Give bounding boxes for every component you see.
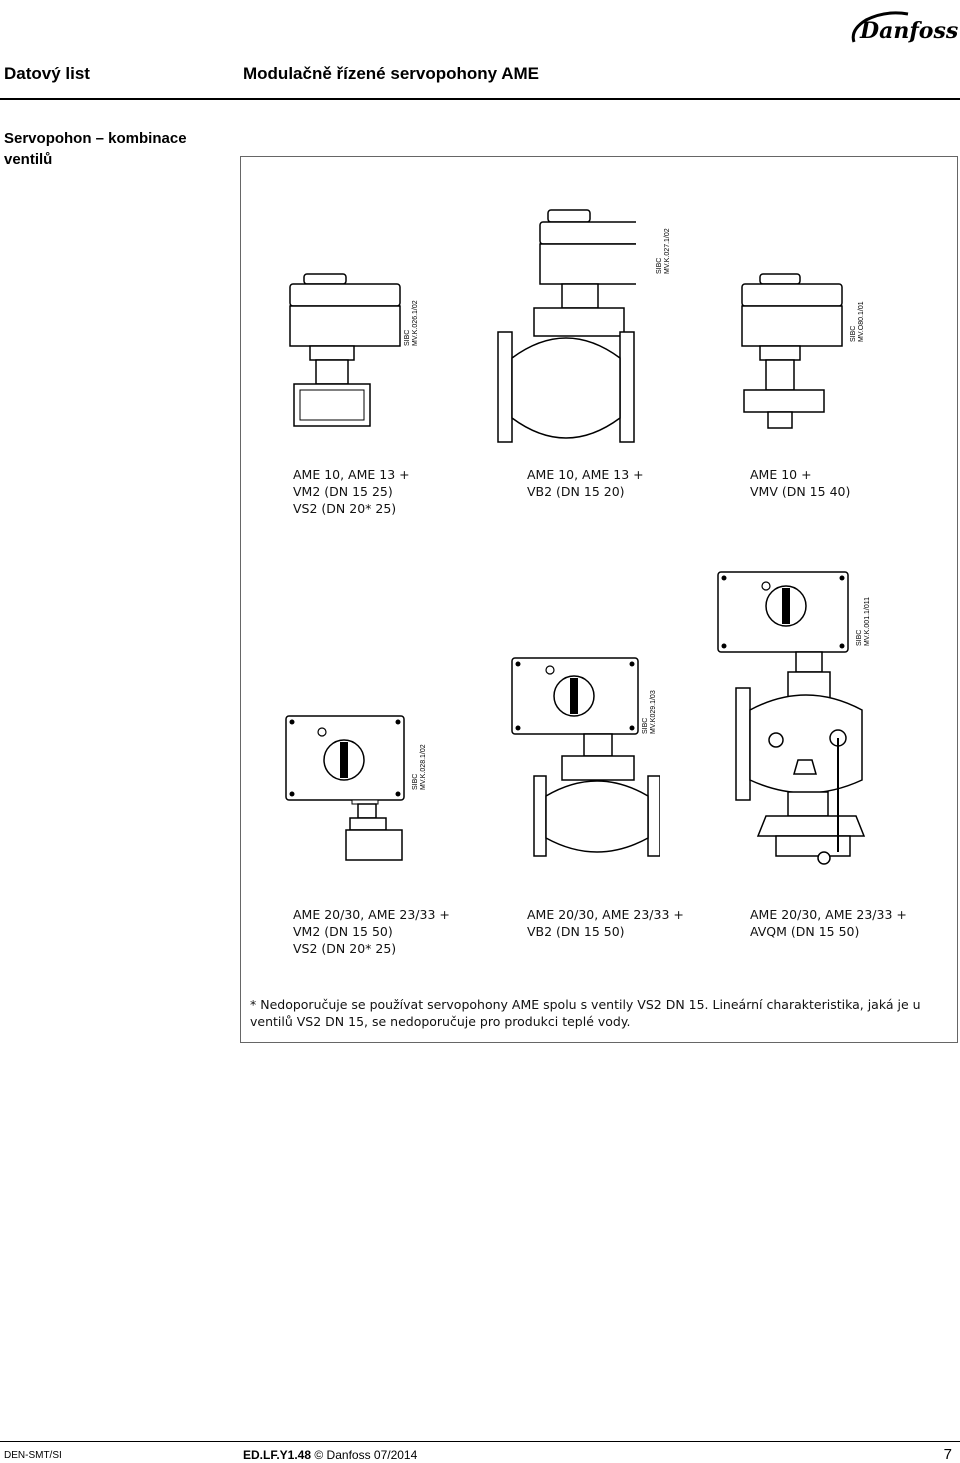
caption-figure-4: AME 20/30, AME 23/33 +VM2 (DN 15 50)VS2 …	[293, 907, 450, 956]
figure-ame20-avqm	[716, 570, 866, 880]
figure-frame	[240, 156, 958, 1043]
caption-figure-6: AME 20/30, AME 23/33 +AVQM (DN 15 50)	[750, 907, 907, 939]
figure-ame10-vmv	[738, 272, 848, 432]
document-code: ED.LF.Y1.48	[243, 1448, 312, 1462]
section-title: Servopohon – kombinace ventilů	[4, 130, 187, 168]
footer-document-code: ED.LF.Y1.48 © Danfoss 07/2014	[243, 1448, 417, 1462]
actuator-valve-drawing-3	[741, 273, 843, 429]
caption-figure-2: AME 10, AME 13 +VB2 (DN 15 20)	[527, 467, 644, 499]
page-number: 7	[943, 1446, 952, 1463]
copyright-text: © Danfoss 07/2014	[314, 1448, 418, 1462]
doc-type-label: Datový list	[4, 64, 90, 83]
figure-ame10-vm2	[286, 272, 406, 442]
svg-text:Danfoss: Danfoss	[859, 18, 958, 44]
page-title: Modulačně řízené servopohony AME	[243, 64, 539, 83]
actuator-valve-drawing-2	[497, 209, 636, 443]
actuator-valve-drawing-4	[285, 715, 405, 861]
figure-ame10-vb2	[496, 208, 636, 458]
caption-figure-3: AME 10 +VMV (DN 15 40)	[750, 467, 851, 499]
figure-ame20-vm2	[284, 714, 414, 864]
actuator-valve-drawing-6	[717, 571, 866, 865]
caption-figure-5: AME 20/30, AME 23/33 +VB2 (DN 15 50)	[527, 907, 684, 939]
actuator-valve-drawing-5	[511, 657, 660, 857]
caption-figure-1: AME 10, AME 13 +VM2 (DN 15 25)VS2 (DN 20…	[293, 467, 410, 516]
footnote: * Nedoporučuje se používat servopohony A…	[250, 997, 921, 1029]
figure-ame20-vb2	[510, 656, 660, 866]
header-divider	[0, 98, 960, 100]
actuator-valve-drawing-1	[289, 273, 401, 427]
footer-department: DEN-SMT/SI	[4, 1450, 62, 1461]
danfoss-logo: Danfoss	[851, 11, 958, 44]
footer-divider	[0, 1441, 960, 1442]
